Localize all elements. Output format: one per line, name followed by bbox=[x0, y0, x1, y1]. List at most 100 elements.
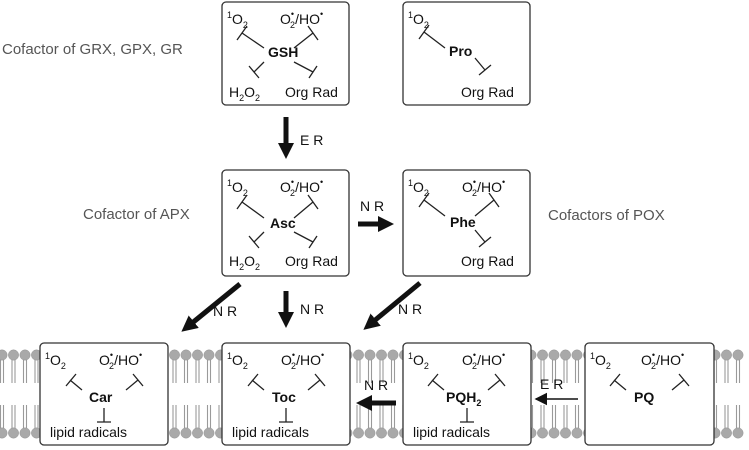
lipid-tail bbox=[390, 360, 396, 383]
inhibit-line bbox=[236, 194, 265, 219]
pro-box: 1O2 Pro Org Rad bbox=[402, 1, 531, 106]
inhibit-line bbox=[418, 24, 446, 49]
inhibit-line bbox=[474, 229, 492, 248]
lipid-tail bbox=[34, 360, 39, 383]
superoxide-label: O•2/HO• bbox=[280, 177, 323, 198]
lipid-tail bbox=[379, 360, 384, 383]
h2o2-label: H2O2 bbox=[229, 84, 260, 103]
lipid-tail bbox=[390, 405, 396, 428]
lipid-head bbox=[169, 427, 180, 439]
arrow-label-nr: N R bbox=[213, 303, 237, 319]
lipid-head bbox=[180, 349, 192, 361]
lipid-tail bbox=[172, 405, 177, 428]
arrow-label-nr: N R bbox=[360, 198, 384, 214]
superoxide-label: O•2/HO• bbox=[462, 350, 505, 371]
lipid-head bbox=[8, 349, 19, 361]
lipid-tail bbox=[724, 405, 729, 428]
lipid-head bbox=[203, 427, 215, 439]
inhibit-line bbox=[97, 408, 111, 423]
superoxide-label: O•2/HO• bbox=[462, 177, 505, 198]
inhibit-line bbox=[487, 373, 506, 391]
lipid-head bbox=[0, 427, 8, 439]
pq-label: PQ bbox=[634, 389, 654, 405]
lipid-head bbox=[537, 349, 548, 361]
lipid-tail bbox=[0, 405, 5, 428]
lipid-head bbox=[721, 427, 732, 439]
inhibit-line bbox=[293, 194, 319, 219]
lipid-head bbox=[203, 349, 215, 361]
lipid-tail bbox=[11, 360, 16, 383]
gsh-label: GSH bbox=[268, 44, 298, 60]
lipid-tail bbox=[206, 360, 212, 383]
lipid-head bbox=[387, 427, 399, 439]
pqh2-box: 1O2 O•2/HO• PQH2 lipid radicals bbox=[402, 342, 532, 446]
lipid-head bbox=[376, 427, 387, 439]
lipid-tail bbox=[0, 360, 5, 383]
arrow-asc-to-car bbox=[181, 282, 242, 332]
arrow-label-er: E R bbox=[300, 132, 323, 148]
lipid-tail bbox=[563, 360, 568, 383]
lipid-tail bbox=[206, 405, 212, 428]
arrow-label-nr: N R bbox=[300, 301, 324, 317]
inhibit-line bbox=[307, 373, 326, 391]
lipid-radicals-label: lipid radicals bbox=[50, 424, 127, 440]
inhibit-line bbox=[248, 61, 265, 79]
lipid-head bbox=[548, 349, 560, 361]
superoxide-label: O•2/HO• bbox=[281, 350, 324, 371]
lipid-tail bbox=[34, 405, 39, 428]
inhibit-line bbox=[125, 373, 144, 391]
toc-label: Toc bbox=[272, 389, 296, 405]
arrow-label-er: E R bbox=[540, 376, 563, 392]
inhibit-line bbox=[293, 231, 318, 249]
org-rad-label: Org Rad bbox=[285, 253, 338, 269]
pq-box: 1O2 O•2/HO• PQ bbox=[584, 342, 715, 446]
lipid-head bbox=[19, 427, 31, 439]
lipid-head bbox=[548, 427, 560, 439]
lipid-tail bbox=[172, 360, 177, 383]
car-label: Car bbox=[89, 389, 113, 405]
lipid-tail bbox=[735, 360, 741, 383]
arrow-phe-to-toc bbox=[363, 281, 422, 330]
inhibit-line bbox=[460, 408, 474, 423]
lipid-head bbox=[571, 427, 583, 439]
lipid-tail bbox=[367, 405, 373, 428]
singlet-oxygen-label: 1O2 bbox=[590, 351, 611, 371]
lipid-tail bbox=[551, 405, 557, 428]
lipid-tail bbox=[183, 405, 189, 428]
lipid-tail bbox=[183, 360, 189, 383]
lipid-head bbox=[353, 349, 364, 361]
lipid-head bbox=[560, 349, 571, 361]
lipid-tail bbox=[195, 405, 200, 428]
org-rad-label: Org Rad bbox=[461, 84, 514, 100]
inhibit-line bbox=[247, 373, 265, 391]
lipid-head bbox=[364, 349, 376, 361]
lipid-head bbox=[537, 427, 548, 439]
pro-label: Pro bbox=[449, 43, 472, 59]
lipid-head bbox=[169, 349, 180, 361]
inhibit-line bbox=[671, 373, 690, 391]
side-label-phe: Cofactors of POX bbox=[548, 207, 665, 224]
phe-label: Phe bbox=[450, 214, 476, 230]
lipid-tail bbox=[356, 360, 361, 383]
lipid-head bbox=[364, 427, 376, 439]
singlet-oxygen-label: 1O2 bbox=[227, 10, 248, 30]
lipid-head bbox=[180, 427, 192, 439]
inhibit-line bbox=[293, 25, 319, 49]
lipid-tail bbox=[540, 405, 545, 428]
lipid-tail bbox=[724, 360, 729, 383]
lipid-tail bbox=[356, 405, 361, 428]
lipid-head bbox=[560, 427, 571, 439]
lipid-head bbox=[721, 349, 732, 361]
lipid-head bbox=[353, 427, 364, 439]
inhibit-line bbox=[418, 192, 446, 217]
phe-box: 1O2 O•2/HO• Phe Org Rad bbox=[402, 169, 531, 277]
lipid-tail bbox=[379, 405, 384, 428]
lipid-radicals-label: lipid radicals bbox=[413, 424, 490, 440]
lipid-head bbox=[387, 349, 399, 361]
side-label-asc: Cofactor of APX bbox=[83, 206, 190, 223]
inhibit-line bbox=[65, 373, 83, 391]
org-rad-label: Org Rad bbox=[461, 253, 514, 269]
lipid-head bbox=[571, 349, 583, 361]
singlet-oxygen-label: 1O2 bbox=[227, 178, 248, 198]
singlet-oxygen-label: 1O2 bbox=[227, 351, 248, 371]
